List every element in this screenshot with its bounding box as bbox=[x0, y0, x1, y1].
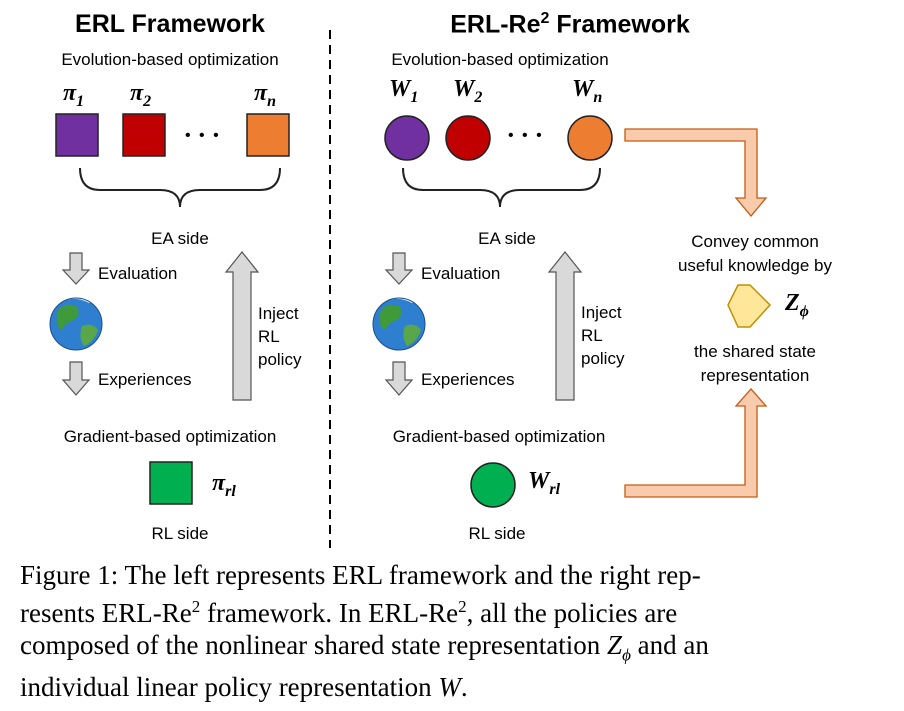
caption-line-1: Figure 1: The left represents ERL framew… bbox=[20, 560, 701, 590]
left-experiences-label: Experiences bbox=[98, 370, 192, 389]
up-arrow-inject-left bbox=[224, 251, 260, 401]
earth-icon-right bbox=[372, 295, 426, 351]
right-evaluation-label: Evaluation bbox=[421, 264, 501, 283]
circle-orange bbox=[567, 115, 613, 161]
brace-left bbox=[79, 167, 281, 208]
down-arrow-experiences-right bbox=[384, 361, 414, 396]
peach-arrow-bottom bbox=[624, 388, 768, 498]
left-gradient-label: Gradient-based optimization bbox=[63, 427, 277, 446]
w-1-label: W1 bbox=[389, 76, 419, 106]
square-red bbox=[122, 113, 166, 157]
down-arrow-experiences-left bbox=[61, 361, 91, 396]
left-title: ERL Framework bbox=[75, 10, 265, 38]
right-title: ERL-Re2 Framework bbox=[450, 10, 690, 39]
up-arrow-inject-right bbox=[547, 251, 583, 401]
down-arrow-evaluation-left bbox=[61, 252, 91, 285]
square-green bbox=[149, 461, 193, 505]
pi-2-label: π2 bbox=[130, 80, 152, 110]
hexagon-shared-representation bbox=[727, 284, 772, 328]
pi-rl-label: πrl bbox=[212, 470, 236, 500]
right-gradient-label: Gradient-based optimization bbox=[392, 427, 606, 446]
left-rl-side: RL side bbox=[151, 524, 209, 543]
down-arrow-evaluation-right bbox=[384, 252, 414, 285]
circle-purple bbox=[384, 115, 430, 161]
caption-line-4: individual linear policy representation … bbox=[20, 672, 468, 703]
earth-icon-left bbox=[49, 295, 103, 351]
w-n-label: Wn bbox=[572, 76, 603, 106]
left-ea-side: EA side bbox=[151, 229, 209, 248]
right-rl-side: RL side bbox=[468, 524, 526, 543]
caption-line-3: composed of the nonlinear shared state r… bbox=[20, 630, 709, 665]
square-orange bbox=[246, 113, 290, 157]
w-rl-label: Wrl bbox=[528, 468, 561, 498]
right-ellipsis: • • • bbox=[508, 127, 544, 144]
pi-n-label: πn bbox=[254, 80, 277, 110]
right-experiences-label: Experiences bbox=[421, 370, 515, 389]
left-ellipsis: • • • bbox=[185, 127, 221, 144]
brace-right bbox=[402, 167, 601, 208]
left-evaluation-label: Evaluation bbox=[98, 264, 178, 283]
peach-arrow-top bbox=[624, 128, 768, 218]
right-evolution-label: Evolution-based optimization bbox=[391, 50, 609, 69]
circle-green bbox=[470, 462, 516, 508]
figure-caption: Figure 1: The left represents ERL framew… bbox=[20, 559, 890, 703]
square-purple bbox=[55, 113, 99, 157]
w-2-label: W2 bbox=[453, 76, 483, 106]
circle-red bbox=[445, 115, 491, 161]
left-evolution-label: Evolution-based optimization bbox=[61, 50, 279, 69]
caption-line-2: resents ERL-Re2 framework. In ERL-Re2, a… bbox=[20, 597, 678, 628]
right-ea-side: EA side bbox=[478, 229, 536, 248]
pi-1-label: π1 bbox=[63, 80, 85, 110]
z-phi-label: Zϕ bbox=[785, 290, 809, 320]
